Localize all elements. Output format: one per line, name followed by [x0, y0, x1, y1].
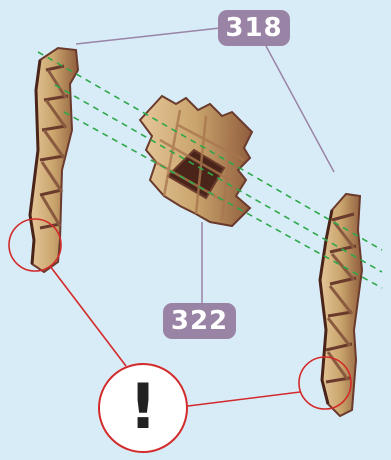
alignment-line-middle — [54, 84, 383, 273]
detail-circle-right — [298, 356, 352, 410]
detail-markers — [8, 218, 352, 410]
warning-exclamation-icon: ! — [98, 363, 188, 453]
alignment-line-bottom — [63, 111, 383, 289]
part-number-318-callout: 318 — [218, 10, 290, 46]
lattice-part-322 — [138, 94, 254, 228]
detail-circle-left — [8, 218, 62, 272]
leader-lines — [75, 27, 335, 304]
alignment-line-top — [37, 51, 383, 251]
truss-part-318-right — [318, 192, 364, 418]
part-number-322-callout: 322 — [163, 303, 236, 339]
truss-part-318-left — [28, 46, 80, 274]
detail-connector-left — [49, 265, 127, 367]
detail-connector-right — [187, 391, 301, 407]
alignment-lines — [37, 51, 383, 289]
leader-318-right — [265, 45, 335, 173]
leader-318-left — [75, 27, 221, 45]
